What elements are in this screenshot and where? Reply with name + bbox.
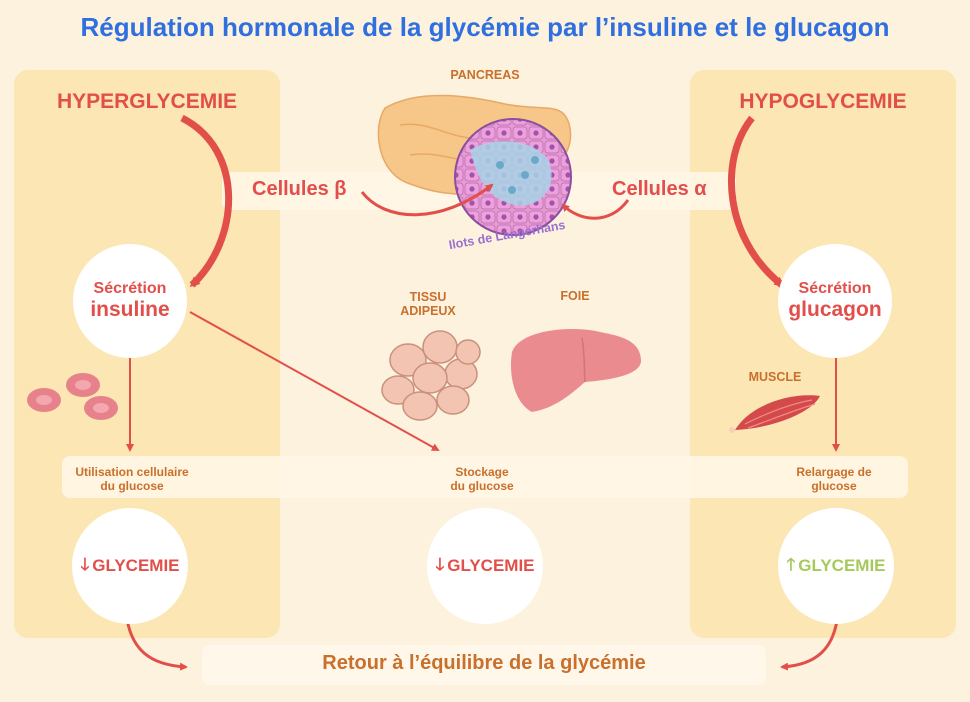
alpha-cells-label: Cellules α xyxy=(612,178,707,201)
glucose-storage-line1: Stockage xyxy=(412,465,552,479)
glucagon-secretion-main: glucagon xyxy=(788,298,881,322)
hypoglycemia-heading: HYPOGLYCEMIE xyxy=(712,90,934,114)
muscle-label: MUSCLE xyxy=(735,370,815,384)
left-glycemia-row: 🡓 GLYCEMIE xyxy=(80,552,179,581)
glucose-storage-line2: du glucose xyxy=(412,479,552,493)
glucose-release-line1: Relargage de xyxy=(770,465,898,479)
equilibrium-label: Retour à l’équilibre de la glycémie xyxy=(202,652,766,675)
glucose-release-label: Relargage de glucose xyxy=(770,465,898,493)
pancreas-label: PANCREAS xyxy=(440,68,530,82)
cellular-usage-line1: Utilisation cellulaire xyxy=(48,465,216,479)
right-glycemia-text: GLYCEMIE xyxy=(798,556,885,576)
right-glycemia-row: 🡑 GLYCEMIE xyxy=(786,552,885,581)
adipose-tissue-illustration xyxy=(382,331,480,420)
cellular-usage-line2: du glucose xyxy=(48,479,216,493)
center-glycemia-circle: 🡓 GLYCEMIE xyxy=(427,508,543,624)
left-glycemia-circle: 🡓 GLYCEMIE xyxy=(72,508,188,624)
alpha-cell-arrow xyxy=(563,200,628,218)
insulin-secretion-top: Sécrétion xyxy=(94,280,167,298)
hypo-to-glucagon-arrow xyxy=(731,118,782,285)
arrow-down-icon: 🡓 xyxy=(80,552,89,581)
hyperglycemia-heading: HYPERGLYCEMIE xyxy=(36,90,258,114)
islet-illustration xyxy=(455,119,571,235)
arrow-down-icon: 🡓 xyxy=(435,552,444,581)
glucose-release-line2: glucose xyxy=(770,479,898,493)
insulin-secretion-main: insuline xyxy=(90,298,169,322)
adipose-label-line2: ADIPEUX xyxy=(380,304,476,318)
center-glycemia-row: 🡓 GLYCEMIE xyxy=(435,552,534,581)
adipose-label: TISSU ADIPEUX xyxy=(380,290,476,318)
hyper-to-insulin-arrow xyxy=(182,118,229,285)
center-glycemia-text: GLYCEMIE xyxy=(447,556,534,576)
insulin-secretion-circle: Sécrétion insuline xyxy=(73,244,187,358)
muscle-illustration xyxy=(729,395,820,433)
glucagon-secretion-circle: Sécrétion glucagon xyxy=(778,244,892,358)
left-glycemia-text: GLYCEMIE xyxy=(92,556,179,576)
glucagon-secretion-top: Sécrétion xyxy=(799,280,872,298)
right-glycemia-circle: 🡑 GLYCEMIE xyxy=(778,508,894,624)
adipose-label-line1: TISSU xyxy=(380,290,476,304)
cellular-usage-label: Utilisation cellulaire du glucose xyxy=(48,465,216,493)
arrow-up-icon: 🡑 xyxy=(786,552,795,581)
liver-illustration xyxy=(511,329,641,412)
liver-label: FOIE xyxy=(550,289,600,303)
glucose-storage-label: Stockage du glucose xyxy=(412,465,552,493)
red-blood-cells-illustration xyxy=(27,373,118,420)
beta-cells-label: Cellules β xyxy=(252,178,346,201)
